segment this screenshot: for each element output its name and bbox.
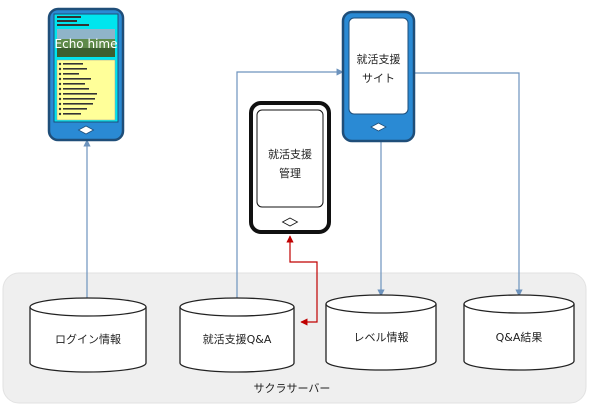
web-menu-items — [58, 62, 97, 116]
db-result-label: Q&A結果 — [496, 330, 543, 344]
arrow-site-to-result — [414, 72, 523, 297]
web-header-line — [57, 20, 77, 22]
db-qa-label: 就活支援Q&A — [203, 332, 272, 346]
phone-admin-label-1: 就活支援 — [268, 147, 312, 161]
home-button-icon — [77, 125, 95, 135]
arrow-qa-to-site — [236, 68, 344, 298]
web-banner-sky — [57, 29, 115, 39]
web-header-line — [57, 24, 89, 26]
db-qa[interactable]: 就活支援Q&A — [179, 297, 295, 373]
phone-web[interactable]: Echo hime — [47, 7, 125, 142]
phone-site-label-1: 就活支援 — [357, 52, 401, 66]
db-level-label: レベル情報 — [354, 331, 409, 344]
web-header-line — [57, 16, 81, 18]
phone-admin[interactable]: 就活支援 管理 — [249, 101, 331, 234]
web-menu-list — [56, 59, 116, 121]
home-button-icon — [370, 122, 387, 132]
phone-site-label-2: サイト — [362, 72, 395, 85]
db-result[interactable]: Q&A結果 — [463, 294, 575, 371]
web-logo-text: Echo hime — [55, 37, 118, 51]
db-login-label: ログイン情報 — [55, 332, 121, 346]
server-label: サクラサーバー — [254, 382, 331, 395]
connectors — [83, 68, 523, 298]
db-login[interactable]: ログイン情報 — [29, 297, 147, 373]
db-level[interactable]: レベル情報 — [325, 294, 437, 371]
web-banner-ground — [57, 48, 115, 57]
phone-site[interactable]: 就活支援 サイト — [341, 10, 416, 143]
arrow-admin-qa-sync — [286, 235, 318, 326]
phone-admin-label-2: 管理 — [279, 166, 301, 180]
home-button-icon — [281, 217, 299, 227]
